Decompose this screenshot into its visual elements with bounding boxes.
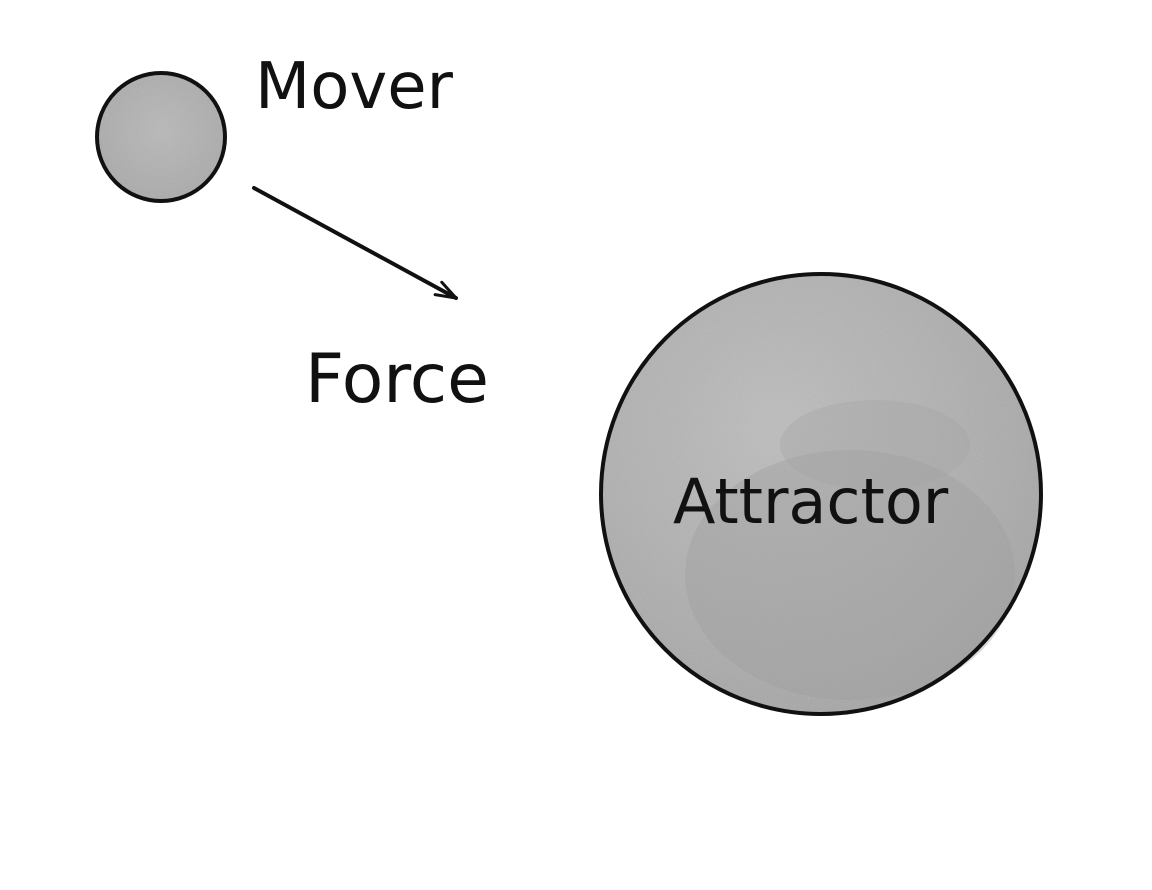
mover-outline (95, 71, 227, 203)
force-arrow-line (252, 186, 458, 300)
attractor-circle (601, 274, 1041, 714)
mover-body (95, 71, 227, 203)
attractor-shadow-region-upper (780, 400, 970, 490)
attractor-body (599, 272, 1043, 716)
mover-label: Mover (255, 50, 454, 124)
attractor-outline (599, 272, 1043, 716)
mover-circle (97, 73, 225, 201)
attractor-shadow-region (685, 450, 1015, 700)
force-label: Force (305, 340, 489, 419)
force-arrow (252, 186, 458, 300)
attractor-label: Attractor (673, 465, 949, 538)
